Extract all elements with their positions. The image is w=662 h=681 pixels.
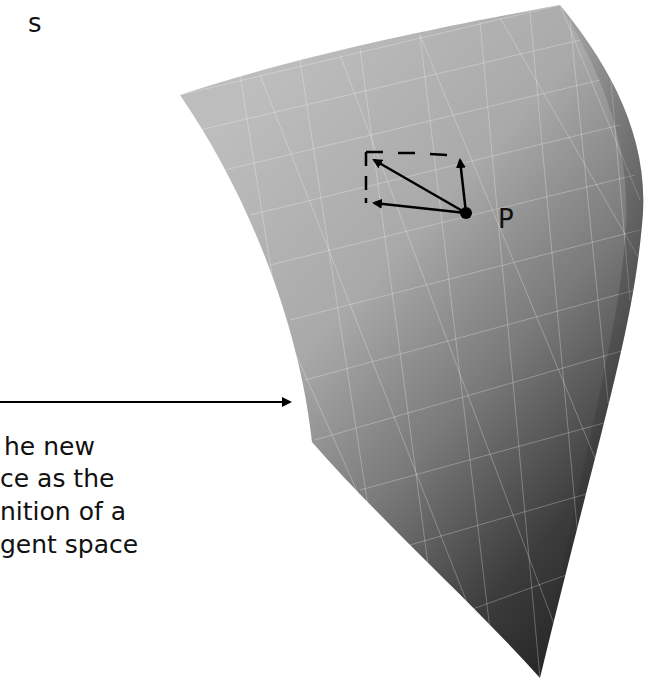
text-fragment: s [28, 8, 42, 38]
note-line: ce as the [0, 464, 114, 494]
note-line: nition of a [0, 497, 126, 527]
point-label: P [498, 204, 514, 234]
note-line: gent space [0, 530, 138, 560]
note-line: he new [4, 432, 95, 462]
